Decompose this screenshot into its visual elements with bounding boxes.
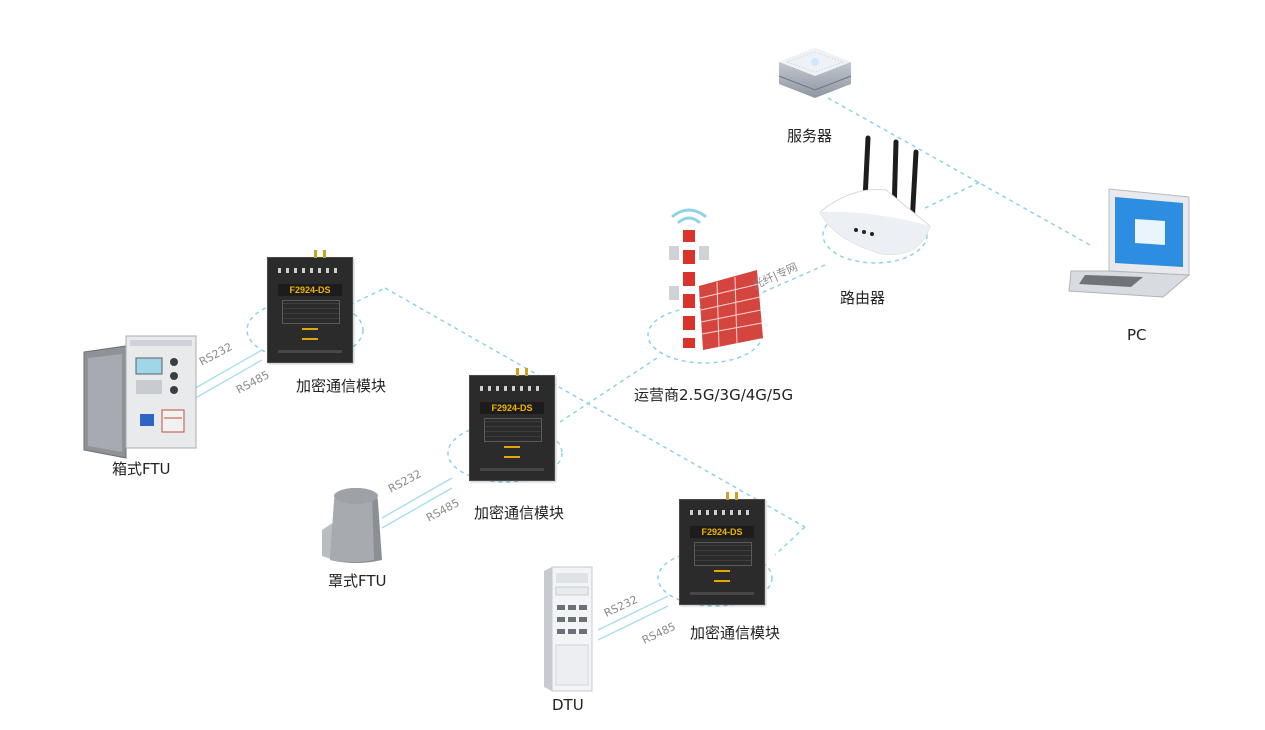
encryption-module-3: F2924-DS <box>679 492 765 605</box>
link-module3-hub <box>774 526 806 556</box>
box-ftu-rs485-line <box>191 359 263 401</box>
cover-ftu-icon <box>322 488 382 563</box>
module-3-label: 加密通信模块 <box>690 624 781 642</box>
server-icon <box>778 48 852 98</box>
dtu-rs232-line <box>597 595 669 631</box>
box-ftu-icon <box>83 335 197 459</box>
module-1-label: 加密通信模块 <box>296 377 387 395</box>
cover-ftu-rs485-line <box>381 487 453 529</box>
cover-ftu-rs232-line <box>381 477 453 519</box>
box-ftu-label: 箱式FTU <box>112 460 171 478</box>
link-module1-hub <box>349 287 386 306</box>
link-operator-branch <box>559 355 661 423</box>
pc-label: PC <box>1127 326 1147 344</box>
dtu-rs485-line <box>597 605 669 641</box>
module1-ring <box>246 299 364 361</box>
encryption-module-1: F2924-DS <box>267 250 353 363</box>
module2-ring <box>447 423 563 483</box>
link-hub-module3 <box>384 287 806 528</box>
module-2-label: 加密通信模块 <box>474 504 565 522</box>
operator-label: 运营商2.5G/3G/4G/5G <box>634 386 794 404</box>
router-label: 路由器 <box>840 289 886 307</box>
dtu-label: DTU <box>552 696 584 714</box>
module-3-model: F2924-DS <box>690 526 754 538</box>
module-1-model: F2924-DS <box>278 284 342 296</box>
dtu-cabinet-icon <box>544 566 593 692</box>
server-label: 服务器 <box>787 127 833 145</box>
router-icon <box>819 135 931 255</box>
encryption-module-2: F2924-DS <box>469 368 555 481</box>
laptop-icon <box>1068 188 1191 298</box>
module3-ring <box>657 549 773 607</box>
link-router-pc <box>924 181 981 209</box>
box-ftu-rs232-line <box>191 349 263 391</box>
cover-ftu-label: 罩式FTU <box>328 572 387 590</box>
link-server-pc <box>827 97 1091 246</box>
cell-tower-firewall-icon <box>669 208 763 350</box>
module-2-model: F2924-DS <box>480 402 544 414</box>
